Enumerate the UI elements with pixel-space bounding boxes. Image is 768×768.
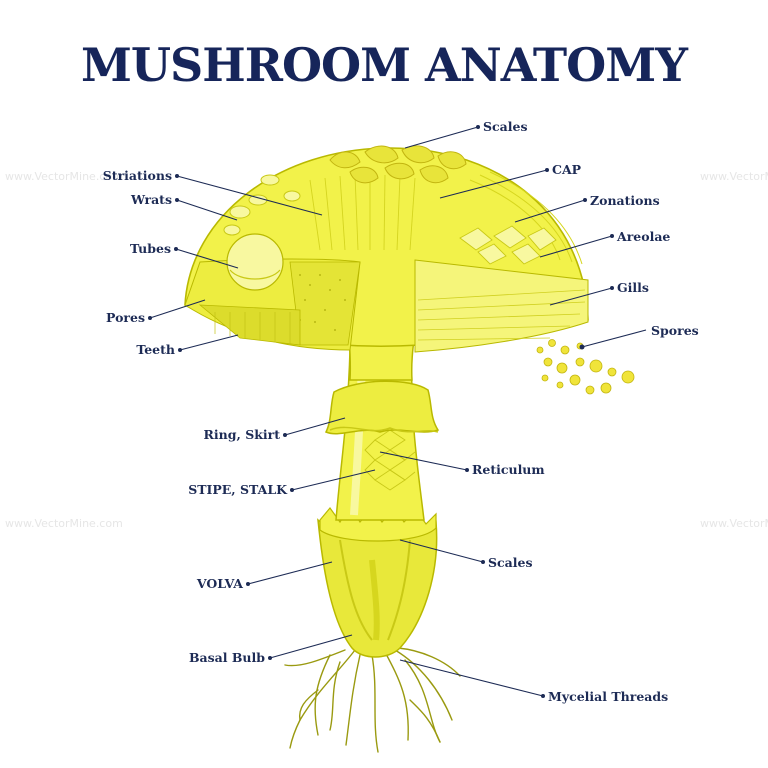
leader-lines — [148, 125, 647, 698]
scales-top-patches — [329, 145, 467, 184]
labels: Scales CAP Zonations Areolae Gills Spore… — [103, 119, 699, 704]
label-gills: Gills — [617, 280, 649, 295]
watermark-text: www.VectorMine.com — [700, 170, 768, 183]
cap-illustration — [184, 145, 589, 353]
label-scales-bottom: Scales — [488, 555, 532, 570]
label-spores: Spores — [651, 323, 699, 338]
reticulum-net — [364, 429, 416, 491]
label-tubes: Tubes — [130, 241, 171, 256]
watermark-text: www.VectorMine.com — [5, 517, 123, 530]
mycelial-threads-illustration — [284, 647, 461, 753]
watermark-text: www.VectorMine.com — [700, 517, 768, 530]
tubes-ball — [226, 233, 284, 291]
label-volva: VOLVA — [196, 576, 243, 591]
volva-illustration — [317, 504, 438, 658]
label-areolae: Areolae — [616, 229, 670, 244]
label-wrats: Wrats — [130, 192, 172, 207]
label-ring-skirt: Ring, Skirt — [204, 427, 281, 442]
page-title: MUSHROOM ANATOMY — [81, 38, 688, 92]
areolae-patches — [459, 225, 557, 265]
label-reticulum: Reticulum — [472, 462, 545, 477]
label-striations: Striations — [103, 168, 172, 183]
teeth-grid — [214, 312, 291, 344]
label-zonations: Zonations — [590, 193, 660, 208]
label-pores: Pores — [106, 310, 145, 325]
warts-patches — [223, 174, 301, 236]
watermark-text: www.VectorMine.com — [5, 170, 123, 183]
label-scales-top: Scales — [483, 119, 527, 134]
label-stipe-stalk: STIPE, STALK — [188, 482, 288, 497]
gills-lines — [417, 289, 586, 341]
label-basal-bulb: Basal Bulb — [189, 650, 265, 665]
watermarks: www.VectorMine.com www.VectorMine.com ww… — [5, 170, 768, 530]
spores-illustration — [536, 339, 635, 395]
label-mycelial-threads: Mycelial Threads — [548, 689, 668, 704]
label-teeth: Teeth — [136, 342, 175, 357]
striations-lines — [309, 174, 416, 251]
label-cap: CAP — [552, 162, 582, 177]
